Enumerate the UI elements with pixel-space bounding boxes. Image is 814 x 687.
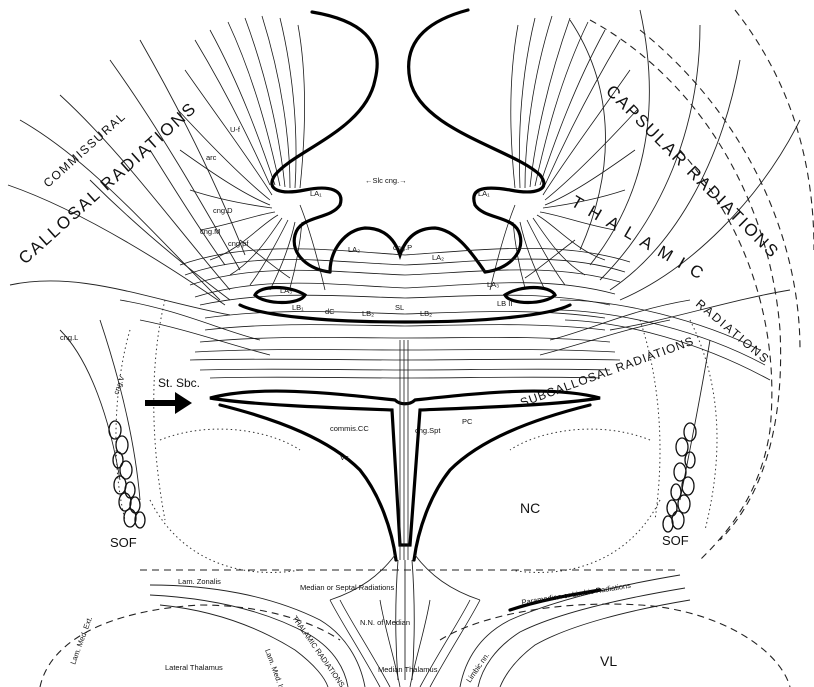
label-slc-cng: ←Slc cng.→ [365,176,407,185]
label-st-sbc: St. Sbc. [158,376,200,390]
label-lam-zonalis: Lam. Zonalis [178,577,221,586]
label-cng-m: cng.M [200,227,220,236]
label-median-septal: Median or Septal Radiations [300,583,394,592]
label-la1-left: LA₁ [310,189,322,198]
label-la2-right: LA₂ [432,253,444,262]
label-sof-left: SOF [110,535,137,550]
label-lb1-left: LB₁ [292,303,304,312]
label-vl: VL [600,653,617,669]
label-vs: Vs [340,453,349,462]
label-u-f: U-f [230,125,241,134]
label-lb2-left: LB₂ [362,309,374,318]
label-cng-l: cng.L [60,333,78,342]
label-dc: dC [325,307,335,316]
label-cng-spt: cng.Spt [415,426,441,435]
label-cng-p: cng.P [393,243,412,252]
label-arc: arc [206,153,217,162]
label-la1-right: LA₁ [478,189,490,198]
label-sof-right: SOF [662,533,689,548]
label-lateral-thalamus: Lateral Thalamus [165,663,223,672]
label-sl: SL [395,303,404,312]
label-lb-ii: LB II [497,299,512,308]
label-median-thalamus: Median Thalamus [378,665,438,674]
label-cng-d: cng.D [213,206,233,215]
label-la3-left: LA₃ [280,286,292,295]
label-la3-right: LA₃ [487,280,499,289]
label-lb2-right: LB₂ [420,309,432,318]
label-la2-left: LA₂ [348,245,360,254]
label-commis-cc: commis.CC [330,424,369,433]
label-nc: NC [520,500,540,516]
label-cng-pf: cng.pf [228,239,249,248]
label-pc: PC [462,417,473,426]
label-nn-of-median: N.N. of Median [360,618,410,627]
